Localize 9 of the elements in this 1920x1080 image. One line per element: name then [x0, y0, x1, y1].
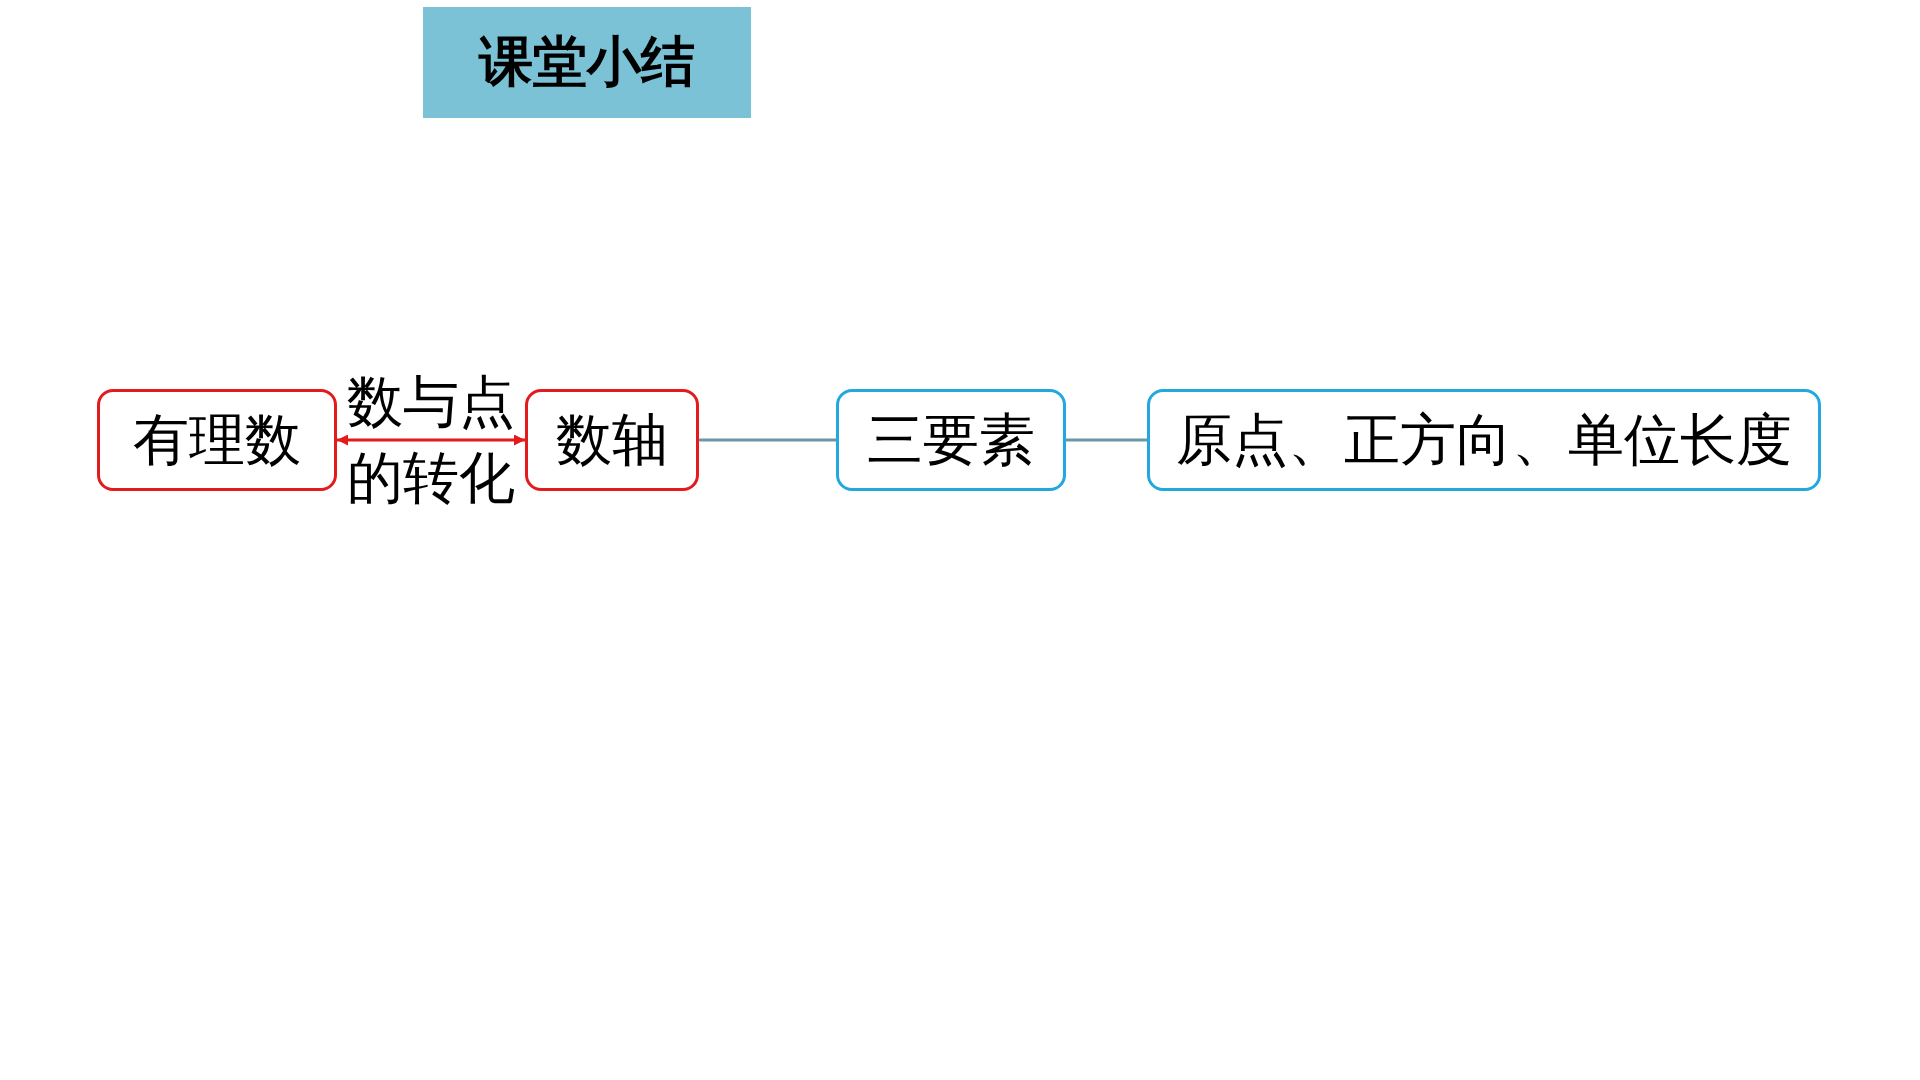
- double-arrow: [337, 434, 525, 446]
- rounded-box: 原点、正方向、单位长度: [1147, 389, 1821, 491]
- title-banner: 课堂小结: [423, 7, 751, 118]
- rounded-box: 有理数: [97, 389, 337, 491]
- connector-line: [1066, 438, 1147, 442]
- edge-label: 数与点的转化: [346, 368, 516, 512]
- connector-line: [699, 438, 836, 442]
- rounded-box: 三要素: [836, 389, 1066, 491]
- rounded-box: 数轴: [525, 389, 699, 491]
